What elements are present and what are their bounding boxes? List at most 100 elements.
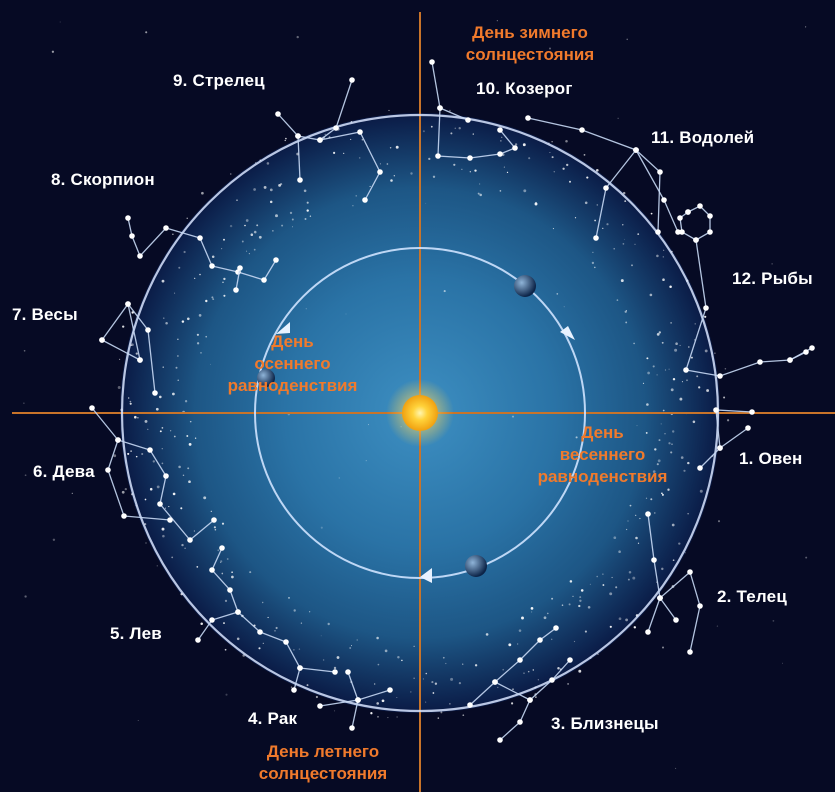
star [670,451,673,454]
star [377,663,380,666]
constellation-line [101,302,156,394]
star [156,485,160,489]
orbit-arrow-right [560,326,575,340]
star [512,688,514,690]
constellation-line [357,689,391,701]
star [23,402,25,404]
star [384,649,388,653]
star [602,227,604,230]
star [622,224,624,226]
star [184,400,188,403]
sign-label-capricorn: 10. Козерог [476,79,573,98]
star [662,409,665,412]
star [117,386,121,389]
star [201,191,204,195]
star [650,212,653,215]
star [390,179,393,182]
star [172,233,174,235]
star [345,313,347,315]
star [537,679,539,681]
star [349,647,352,649]
constellation-libra [99,301,158,396]
star [164,507,167,509]
star [261,601,264,604]
constellation-star [345,669,351,675]
star [692,420,696,424]
constellation-star [283,639,289,645]
star [298,648,301,650]
star [656,374,658,376]
star [410,172,413,175]
star [144,419,148,423]
star [458,681,462,685]
star [680,456,684,459]
star [724,367,727,370]
star [376,702,380,705]
constellation-line [299,667,336,673]
star [422,678,424,680]
constellation-star [707,213,713,219]
star [596,204,599,206]
star [296,35,299,39]
sign-label-taurus: 2. Телец [717,587,787,606]
star [781,662,784,664]
star [521,616,524,620]
star [579,596,582,599]
star [194,277,196,279]
constellation-line [647,597,661,633]
star [300,622,303,624]
star [161,462,164,465]
constellation-star [362,197,368,203]
star [657,459,661,463]
star [546,612,549,615]
star [449,703,451,705]
star [432,175,436,178]
star [499,190,502,192]
star [602,573,604,575]
star [236,199,238,201]
constellation-line [297,135,301,181]
star [635,536,638,540]
star [223,277,226,281]
star [211,255,215,259]
star [667,488,670,491]
star-field [23,20,808,769]
star [477,192,480,195]
star [454,127,457,130]
star [336,656,340,659]
constellation-star [115,437,121,443]
star [365,460,367,462]
sign-label-pisces: 12. Рыбы [732,269,813,288]
star [514,143,518,146]
constellation-star [685,209,691,215]
star [231,571,233,574]
constellation-star [227,587,233,593]
constellation-star [757,359,763,365]
star [293,649,295,651]
star [315,695,318,699]
star [584,630,587,633]
star [500,140,502,142]
star [631,264,633,267]
star [584,201,588,205]
star [633,626,637,629]
star [678,542,681,545]
star [267,616,269,619]
star [527,670,530,673]
constellation-aries [697,407,755,471]
star [625,528,628,531]
star [656,333,660,336]
star [645,431,648,434]
star [376,636,379,640]
sign-label-libra: 7. Весы [12,305,78,324]
star [229,224,233,228]
star [474,664,478,667]
star [503,166,505,168]
star [663,249,665,251]
star [624,310,627,313]
star [654,448,657,451]
star [681,381,683,383]
star [562,167,565,170]
star [161,427,164,429]
sun [402,395,438,431]
